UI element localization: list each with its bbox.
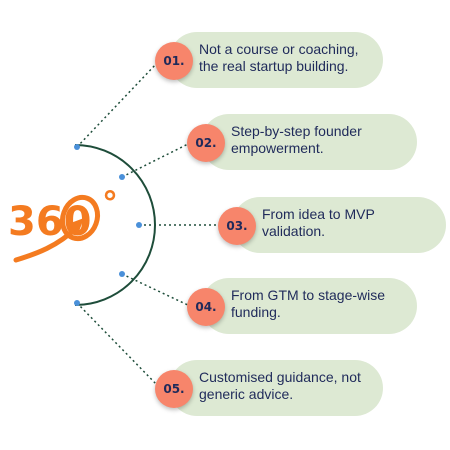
connector-line-1 <box>76 61 159 148</box>
step-text: From GTM to stage-wise funding. <box>231 287 386 320</box>
step-pill <box>232 197 446 253</box>
logo-360: 360 ° <box>6 188 126 268</box>
step-number-badge: 03. <box>218 207 256 245</box>
step-pill <box>201 278 417 334</box>
arrow-head <box>68 218 84 234</box>
step-item-1: 01. Not a course or coaching, the real s… <box>155 32 383 88</box>
step-number-badge: 01. <box>155 42 193 80</box>
growth-arrow-icon: 360 ° <box>8 188 118 263</box>
step-number-badge: 05. <box>155 370 193 408</box>
step-item-2: 02. Step-by-step founder empowerment. <box>187 114 417 170</box>
step-number-badge: 04. <box>187 288 225 326</box>
connector-line-2 <box>121 142 191 178</box>
step-item-4: 04. From GTM to stage-wise funding. <box>187 278 417 334</box>
step-item-5: 05. Customised guidance, not generic adv… <box>155 360 383 416</box>
connector-dot-1 <box>74 144 80 150</box>
step-pill <box>201 114 417 170</box>
step-pill <box>169 360 383 416</box>
step-number-badge: 02. <box>187 124 225 162</box>
connector-dot-2 <box>119 174 125 180</box>
step-text: Not a course or coaching, the real start… <box>199 41 359 74</box>
connector-line-5 <box>76 302 159 387</box>
swoosh-arrow <box>13 225 79 263</box>
connector-line-4 <box>121 273 191 307</box>
step-item-3: 03. From idea to MVP validation. <box>218 197 446 253</box>
step-text: Customised guidance, not generic advice. <box>199 369 361 402</box>
degree-symbol: ° <box>102 188 118 222</box>
connector-dot-5 <box>74 300 80 306</box>
connector-dot-4 <box>119 271 125 277</box>
step-text: From idea to MVP validation. <box>262 206 375 239</box>
step-pill <box>169 32 383 88</box>
connector-dot-3 <box>136 222 142 228</box>
step-text: Step-by-step founder empowerment. <box>231 123 362 156</box>
orbit-ring <box>59 194 101 242</box>
